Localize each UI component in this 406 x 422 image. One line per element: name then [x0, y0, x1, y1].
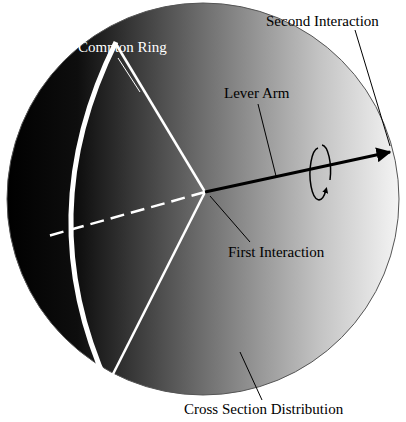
- leader-line: [355, 30, 390, 146]
- leader-line: [258, 104, 276, 176]
- cone-line: [108, 192, 205, 384]
- cone-line: [116, 44, 205, 192]
- part-label: Second Interaction: [266, 12, 379, 30]
- leader-line: [118, 58, 140, 92]
- lever-arm-arrow: [205, 152, 390, 192]
- rotation-arrow: [310, 148, 326, 200]
- part-label: Compton Ring: [78, 38, 167, 56]
- rotation-arrow: [322, 145, 331, 180]
- cone-axis: [48, 192, 205, 236]
- leader-line: [210, 196, 250, 242]
- part-label: Cross Section Distribution: [184, 400, 343, 418]
- leader-line: [240, 352, 262, 400]
- part-label: Lever Arm: [224, 84, 289, 102]
- cross-section-sphere: [7, 3, 399, 395]
- compton-ring: [71, 42, 116, 386]
- part-label: First Interaction: [228, 243, 324, 261]
